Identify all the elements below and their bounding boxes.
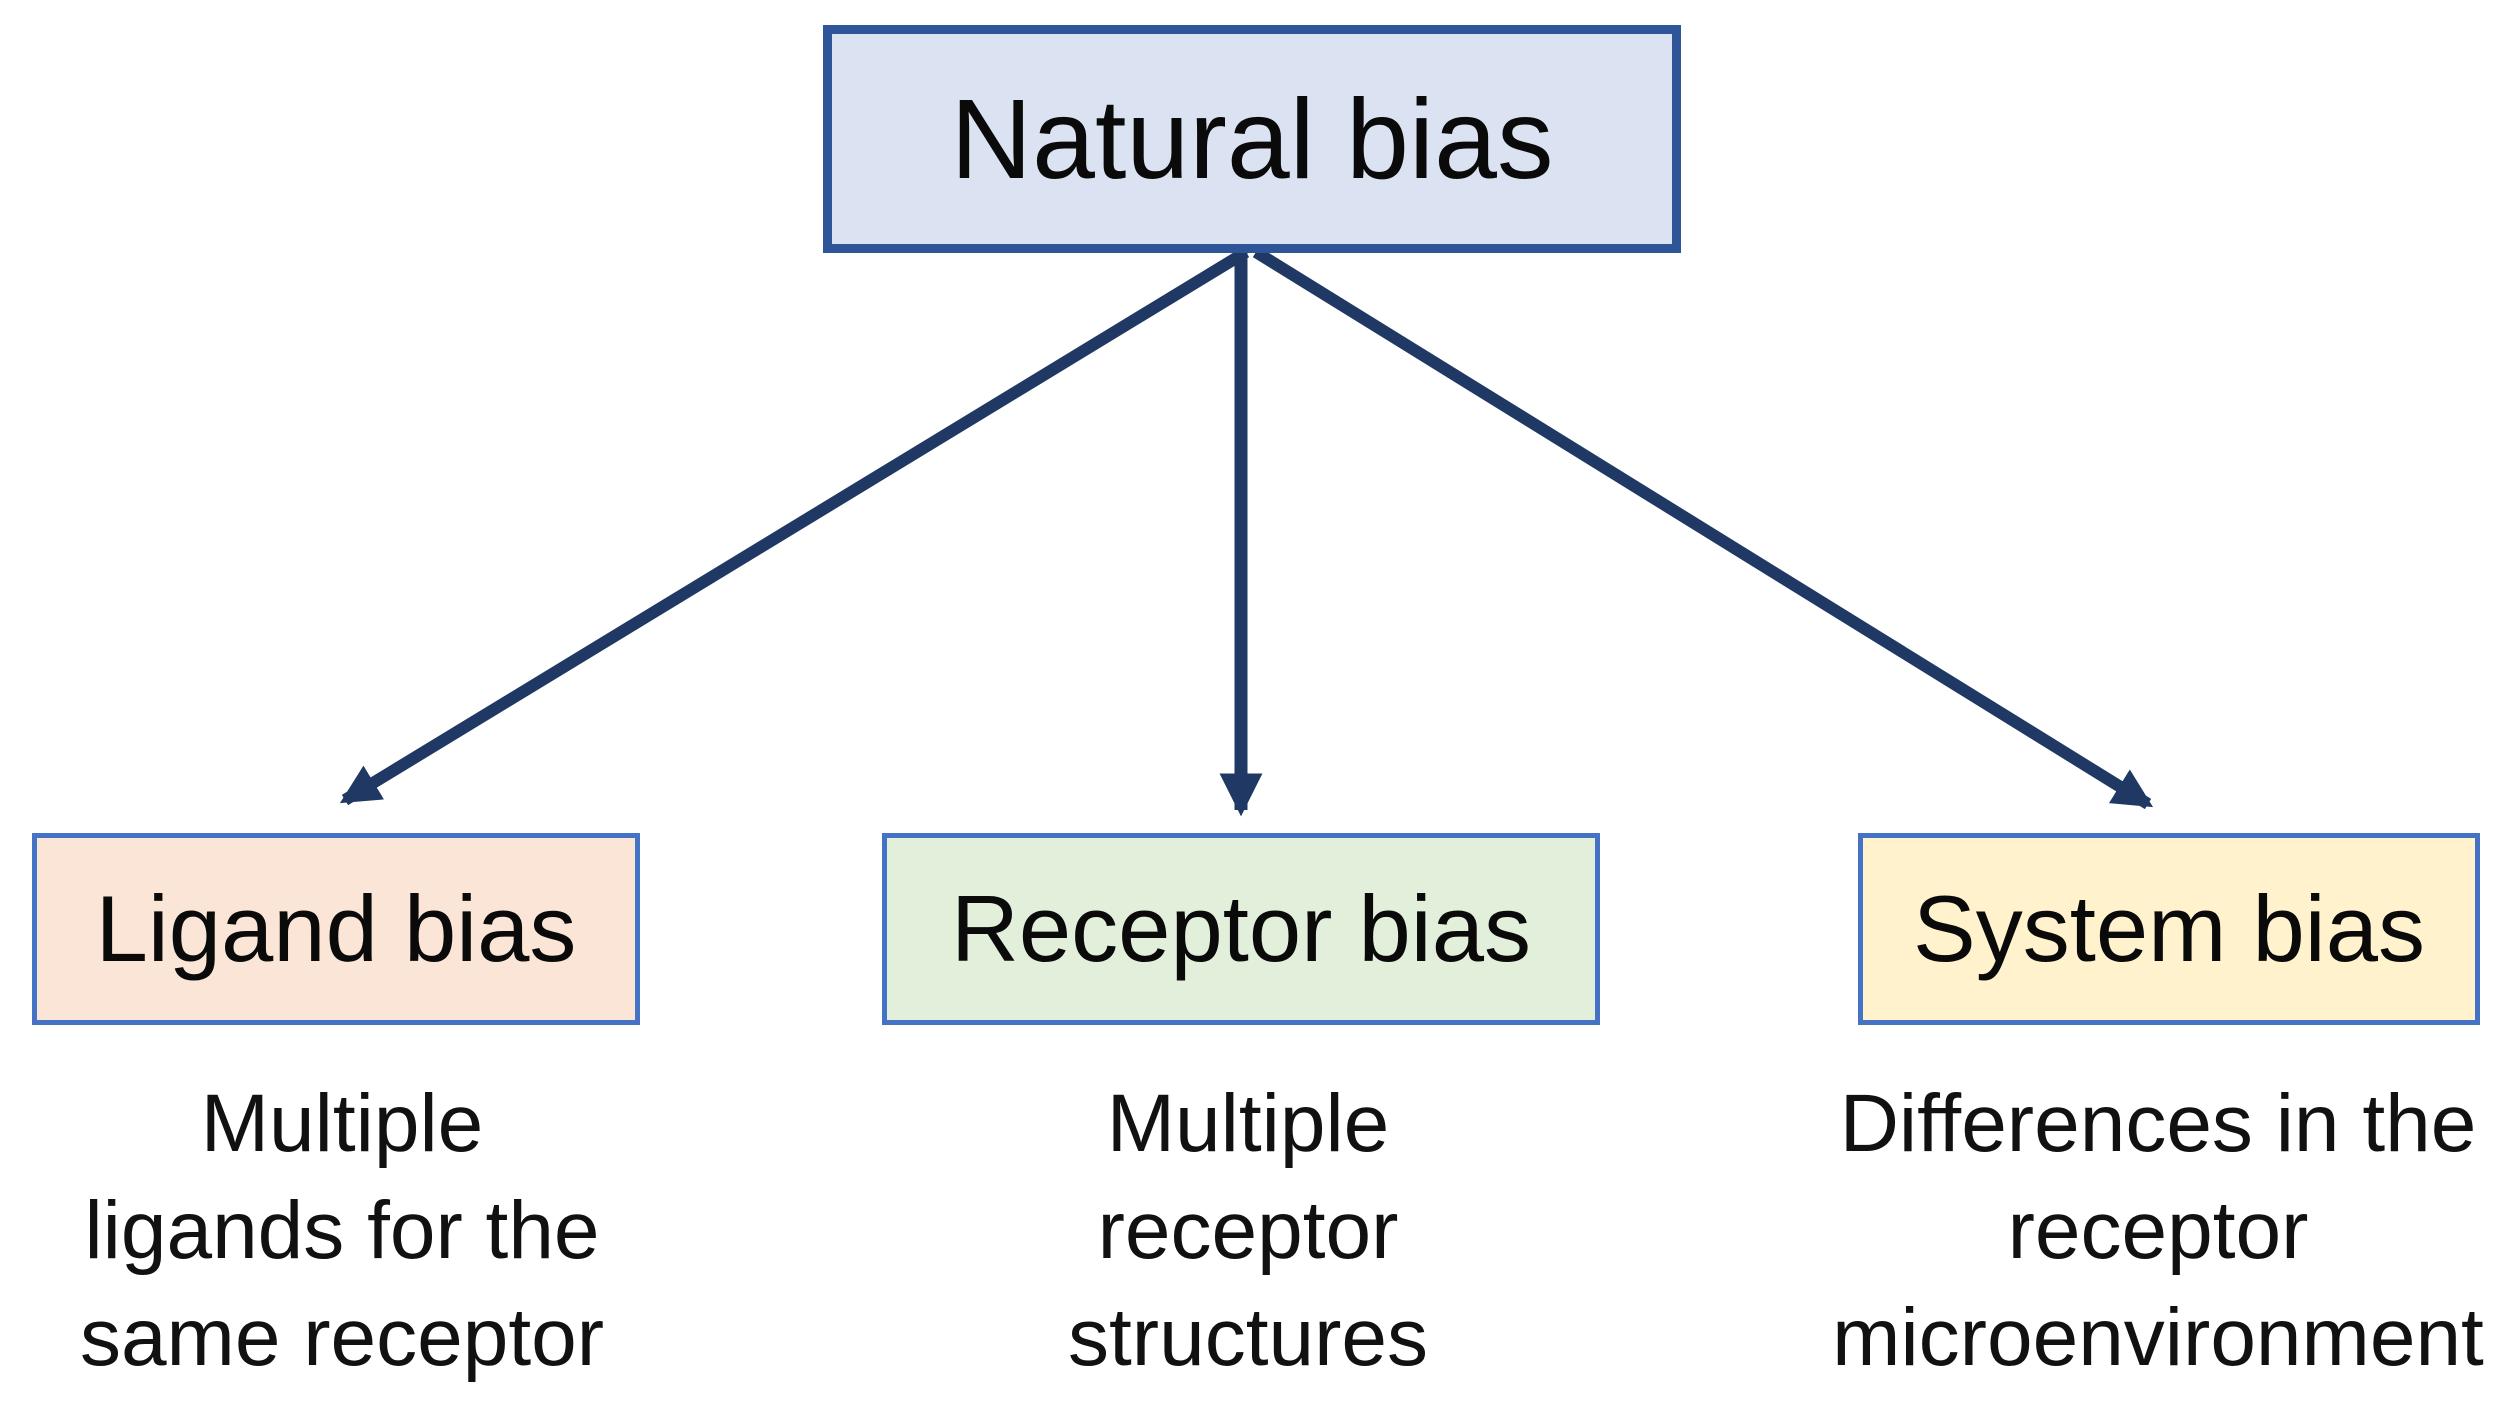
- description-system-bias: Differences in the receptor microenviron…: [1798, 1070, 2511, 1391]
- node-system-bias-label: System bias: [1913, 876, 2425, 981]
- description-receptor-bias: Multiple receptor structures: [918, 1070, 1578, 1391]
- node-ligand-bias: Ligand bias: [32, 833, 640, 1025]
- node-receptor-bias-label: Receptor bias: [951, 876, 1531, 981]
- description-line: Multiple: [1106, 1078, 1390, 1169]
- arrow-to-ligand-bias: [339, 246, 1250, 806]
- description-line: receptor: [1097, 1185, 1399, 1276]
- node-natural-bias-label: Natural bias: [950, 76, 1554, 202]
- node-ligand-bias-label: Ligand bias: [95, 876, 577, 981]
- description-line: receptor: [2007, 1185, 2309, 1276]
- node-system-bias: System bias: [1858, 833, 2480, 1025]
- description-line: Differences in the: [1839, 1078, 2477, 1169]
- description-line: same receptor: [79, 1292, 605, 1383]
- node-receptor-bias: Receptor bias: [882, 833, 1600, 1025]
- description-ligand-bias: Multiple ligands for the same receptor: [12, 1070, 672, 1391]
- description-line: structures: [1068, 1292, 1428, 1383]
- description-line: Multiple: [200, 1078, 484, 1169]
- description-line: microenvironment: [1832, 1292, 2484, 1383]
- arrow-to-system-bias: [1252, 246, 2154, 810]
- node-natural-bias: Natural bias: [823, 25, 1681, 253]
- description-line: ligands for the: [84, 1185, 600, 1276]
